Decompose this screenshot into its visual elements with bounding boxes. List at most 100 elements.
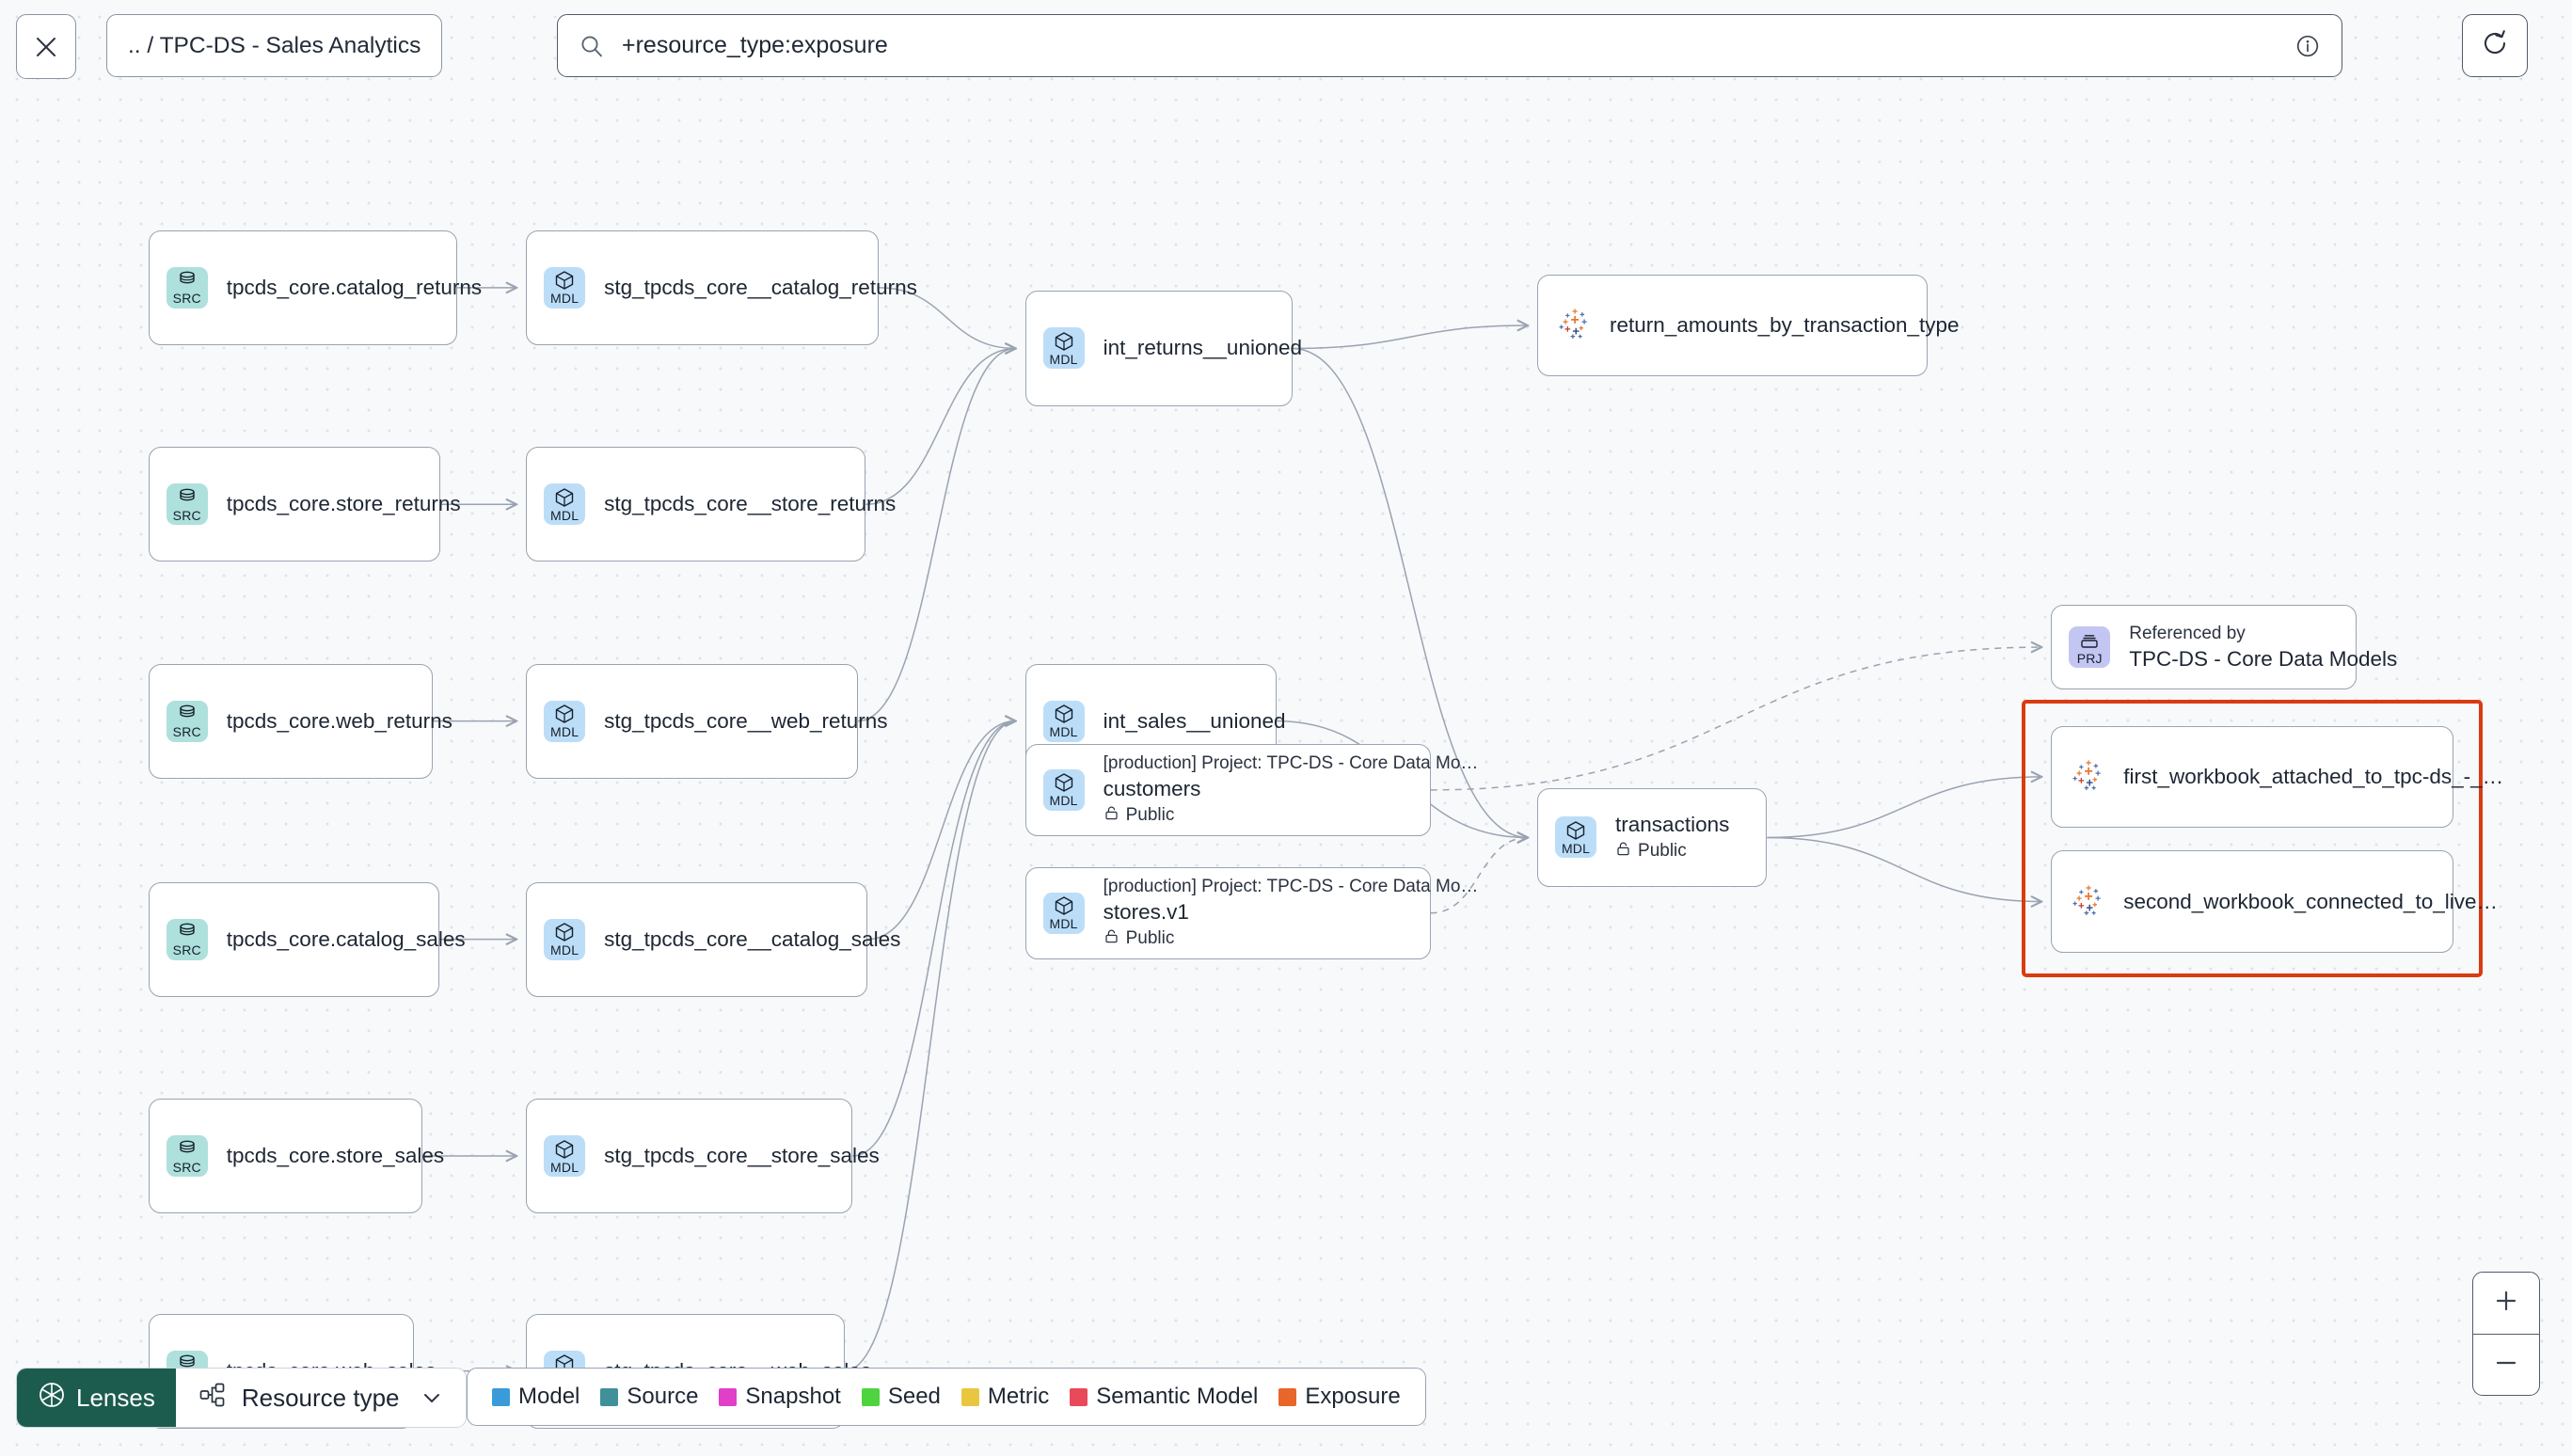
refresh-icon [2480,28,2510,63]
zoom-in-button[interactable] [2473,1273,2539,1335]
zoom-out-button[interactable] [2473,1335,2539,1395]
close-button[interactable] [16,14,76,79]
badge-code: MDL [550,507,579,523]
legend-item-source[interactable]: Source [600,1384,698,1410]
close-icon [34,35,58,59]
node-title: tpcds_core.catalog_returns [226,275,483,299]
node-labels: return_amounts_by_transaction_type [1610,313,1959,338]
lock-icon [1615,841,1631,863]
node-labels: stg_tpcds_core__store_returns [604,492,897,516]
badge-code: MDL [1049,351,1078,367]
breadcrumb-label: .. / TPC-DS - Sales Analytics [128,32,421,58]
prj-badge: PRJ [2069,626,2111,669]
graph-node-stores_v1[interactable]: MDL [production] Project: TPC-DS - Core D… [1024,866,1479,959]
node-labels: tpcds_core.store_sales [227,1144,444,1168]
tableau-icon [2069,883,2106,921]
graph-node-second_workbook[interactable]: second_workbook_connected_to_live… [2051,850,2498,953]
badge-code: SRC [172,724,201,740]
node-labels: stg_tpcds_core__catalog_sales [604,927,900,952]
resource-type-legend: Model Source Snapshot Seed Metric Semantic Mo… [467,1368,1426,1426]
legend-label: Source [627,1384,699,1409]
node-subtitle-top: [production] Project: TPC-DS - Core Data… [1103,876,1479,896]
mdl-badge: MDL [544,918,586,960]
resource-type-label: Resource type [241,1383,400,1412]
node-title: stg_tpcds_core__catalog_returns [604,275,917,299]
graph-node-first_workbook[interactable]: first_workbook_attached_to_tpc-ds_-_… [2051,725,2503,828]
src-badge: SRC [166,1135,208,1177]
graph-node-src_web_returns[interactable]: SRC tpcds_core.web_returns [148,663,452,779]
node-title: tpcds_core.web_returns [226,708,452,733]
graph-node-customers[interactable]: MDL[production] Project: TPC-DS - Core D… [1024,744,1478,836]
graph-node-stg_store_returns[interactable]: MDL stg_tpcds_core__store_returns [526,447,897,562]
resource-type-dropdown[interactable]: Resource type [175,1369,466,1427]
mdl-badge: MDL [544,266,586,309]
graph-node-src_store_sales[interactable]: SRC tpcds_core.store_sales [148,1098,444,1214]
legend-swatch [719,1387,738,1406]
lenses-label: Lenses [76,1383,155,1412]
node-visibility: Public [1103,928,1430,950]
legend-swatch [861,1387,880,1406]
badge-code: MDL [550,1159,579,1175]
lens-group: Lenses Resource type [16,1368,467,1428]
src-badge: SRC [166,483,208,526]
node-visibility-label: Public [1125,805,1175,826]
legend-swatch [961,1387,979,1406]
mdl-badge: MDL [1555,816,1597,859]
legend-swatch [1070,1387,1088,1406]
node-labels: stg_tpcds_core__web_returns [604,708,888,734]
mdl-badge: MDL [544,1135,586,1177]
legend-item-model[interactable]: Model [492,1384,579,1410]
legend-item-exposure[interactable]: Exposure [1278,1384,1401,1410]
legend-label: Snapshot [745,1384,841,1409]
graph-node-stg_store_sales[interactable]: MDL stg_tpcds_core__store_sales [526,1098,880,1214]
node-labels: int_sales__unioned [1103,709,1286,734]
badge-code: PRJ [2076,650,2103,666]
mdl-badge: MDL [1042,892,1085,934]
info-icon[interactable] [2294,33,2321,59]
search-bar[interactable]: +resource_type:exposure [557,14,2342,77]
graph-node-int_returns_unioned[interactable]: MDL int_returns__unioned [1024,291,1302,406]
badge-code: MDL [1561,840,1591,856]
graph-node-src_catalog_returns[interactable]: SRC tpcds_core.catalog_returns [148,229,483,345]
mdl-badge: MDL [1042,700,1085,742]
refresh-button[interactable] [2462,14,2528,77]
nodes-icon [198,1381,227,1416]
search-input[interactable]: +resource_type:exposure [622,32,888,58]
graph-node-stg_catalog_returns[interactable]: MDL stg_tpcds_core__catalog_returns [526,229,917,345]
node-labels: tpcds_core.catalog_returns [226,275,483,300]
badge-code: MDL [1049,793,1078,809]
legend-item-seed[interactable]: Seed [861,1384,941,1410]
aperture-icon [38,1381,66,1416]
legend-item-semantic-model[interactable]: Semantic Model [1070,1384,1258,1410]
node-title: stores.v1 [1103,899,1189,924]
tableau-icon [2069,758,2106,796]
node-title: tpcds_core.catalog_sales [226,926,466,951]
lock-icon [1103,928,1119,950]
legend-label: Metric [987,1384,1050,1409]
graph-node-stg_catalog_sales[interactable]: MDL stg_tpcds_core__catalog_sales [526,881,900,997]
badge-code: MDL [550,942,579,958]
node-title: stg_tpcds_core__web_returns [604,708,888,733]
zoom-controls [2472,1272,2540,1396]
top-toolbar: .. / TPC-DS - Sales Analytics +resource_… [0,0,2572,111]
lenses-button[interactable]: Lenses [17,1369,176,1427]
node-subtitle-top: Referenced by [2129,623,2246,643]
legend-item-metric[interactable]: Metric [961,1384,1049,1410]
plus-icon [2493,1288,2519,1319]
node-title: stg_tpcds_core__store_returns [604,492,897,516]
mdl-badge: MDL [544,483,586,526]
legend-label: Seed [887,1384,941,1409]
graph-node-return_amounts[interactable]: return_amounts_by_transaction_type [1537,274,1960,377]
node-title: stg_tpcds_core__store_sales [604,1144,880,1167]
node-visibility: Public [1615,841,1729,863]
node-labels: int_returns__unioned [1103,336,1302,360]
src-badge: SRC [166,266,208,309]
legend-item-snapshot[interactable]: Snapshot [719,1384,841,1410]
breadcrumb[interactable]: .. / TPC-DS - Sales Analytics [106,14,443,77]
